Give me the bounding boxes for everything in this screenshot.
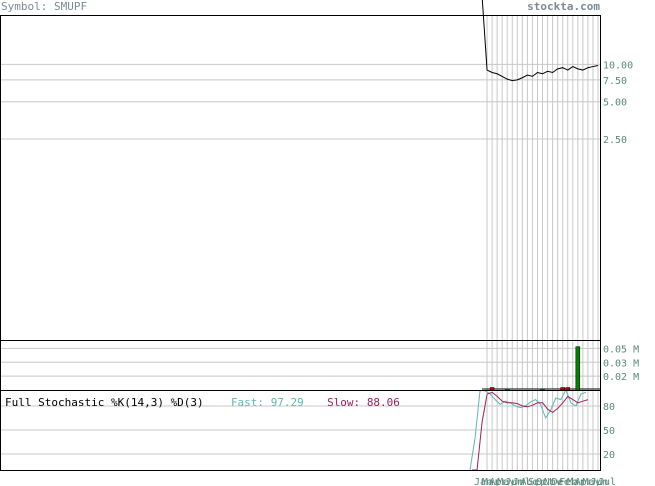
price-panel [481, 0, 599, 82]
symbol-label: Symbol: SMUPF [1, 0, 88, 13]
month-tick-label: Feb [559, 477, 577, 486]
month-tick-label: Oct [536, 477, 554, 486]
stochastic-tick-label: 50 [603, 426, 615, 437]
month-tick-label: Aug [521, 477, 539, 486]
month-tick-label: Mar [567, 477, 585, 486]
volume-bar [540, 388, 545, 391]
stochastic-tick-label: 20 [603, 450, 615, 461]
stochastic-tick-label: 80 [603, 402, 615, 413]
fast-value: 97.29 [270, 396, 304, 409]
volume-tick-label: 0.05 M [603, 344, 639, 355]
stochastic-panel [469, 390, 589, 470]
price-line [481, 0, 599, 82]
fast-label: Fast: [230, 396, 265, 409]
volume-tick-label: 0.02 M [603, 372, 639, 383]
volume-bar [560, 387, 565, 391]
month-tick-label: Jun [505, 477, 523, 486]
month-tick-label: Mar [482, 477, 500, 486]
slow-label: Slow: [327, 396, 361, 409]
volume-bar [504, 388, 510, 391]
volume-bar [489, 387, 495, 391]
stochastic-legend: Full Stochastic %K(14,3) %D(3) Fast: 97.… [5, 396, 400, 409]
month-tick-label: Jul [513, 477, 531, 486]
price-tick-label: 2.50 [603, 135, 627, 146]
volume-tick-label: 0.03 M [603, 358, 639, 369]
month-tick-label: Jul [598, 477, 616, 486]
month-tick-label: Apr [490, 477, 508, 486]
month-tick-label: May [583, 477, 601, 486]
month-tick-label: Jan [474, 477, 492, 486]
volume-panel [482, 346, 600, 391]
price-tick-label: 7.50 [603, 76, 627, 87]
site-link[interactable]: stockta.com [527, 0, 600, 13]
stochastic-frame [0, 390, 601, 471]
grid-layer [0, 15, 600, 470]
volume-bar [575, 346, 581, 391]
slow-line [472, 391, 589, 470]
month-tick-label: Dec [552, 477, 570, 486]
stochastic-title: Full Stochastic %K(14,3) %D(3) [5, 396, 204, 409]
volume-bar [565, 387, 570, 391]
month-tick-label: Jun [590, 477, 608, 486]
month-tick-label: May [497, 477, 515, 486]
price-tick-label: 10.00 [603, 60, 633, 71]
month-tick-label: Sep [528, 477, 546, 486]
price-tick-label: 5.00 [603, 98, 627, 109]
month-tick-label: Nov [544, 477, 562, 486]
slow-value: 88.06 [366, 396, 400, 409]
axis-labels: 10.00 7.50 5.00 2.50 0.05 M 0.03 M 0.02 M 80 50 2… [474, 60, 639, 486]
panel-frames [0, 15, 601, 471]
month-tick-label: Apr [575, 477, 593, 486]
